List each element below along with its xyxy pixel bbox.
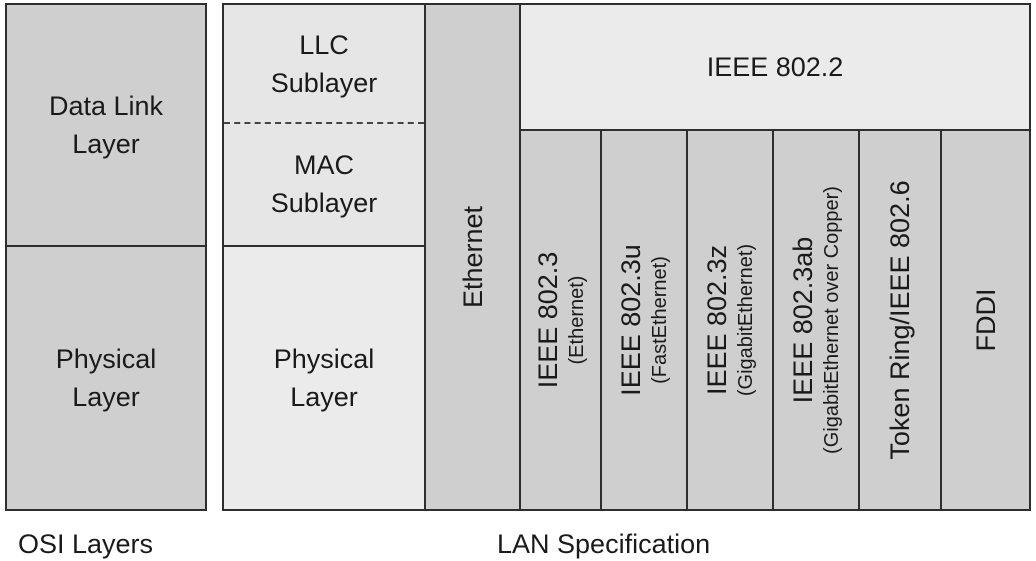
mac-sublayer-box: MAC Sublayer [222, 123, 426, 247]
osi-physical-layer-box: Physical Layer [5, 245, 207, 511]
ieee-802-3z-label: IEEE 802.3z [702, 244, 732, 396]
ieee-802-3u-sublabel: (FastEthernet) [649, 256, 671, 384]
ieee-802-3u-label: IEEE 802.3u [616, 244, 646, 396]
ieee-802-3ab-sublabel: (GigabitEthernet over Copper) [821, 186, 843, 454]
fddi-column: FDDI [940, 129, 1031, 511]
sublayer-physical-layer-label: Physical Layer [273, 344, 375, 412]
token-ring-column: Token Ring/IEEE 802.6 [858, 129, 942, 511]
llc-mac-divider [224, 122, 424, 124]
ethernet-label-group: Ethernet [457, 206, 489, 308]
token-ring-label: Token Ring/IEEE 802.6 [885, 180, 915, 460]
ieee-802-3ab-label: IEEE 802.3ab [788, 236, 818, 404]
fddi-label: FDDI [970, 288, 1001, 352]
mac-sublayer-label: MAC Sublayer [270, 150, 378, 218]
ieee-802-3z-column: IEEE 802.3z (GigabitEthernet) [686, 129, 774, 511]
ieee-802-3u-label-group: IEEE 802.3u (FastEthernet) [615, 244, 673, 396]
osi-physical-layer-label: Physical Layer [55, 344, 157, 412]
ieee-802-3u-column: IEEE 802.3u (FastEthernet) [600, 129, 688, 511]
ethernet-column: Ethernet [424, 3, 521, 511]
ieee-802-3-label: IEEE 802.3 [532, 251, 563, 389]
ethernet-label: Ethernet [457, 205, 488, 309]
ieee-802-3ab-label-group: IEEE 802.3ab (GigabitEthernet over Coppe… [787, 186, 845, 454]
osi-data-link-layer-label: Data Link Layer [48, 91, 164, 159]
osi-data-link-layer-box: Data Link Layer [5, 3, 207, 247]
ieee-802-2-box: IEEE 802.2 [519, 3, 1031, 131]
ieee-802-2-label: IEEE 802.2 [706, 52, 844, 82]
ieee-802-3ab-column: IEEE 802.3ab (GigabitEthernet over Coppe… [772, 129, 860, 511]
token-ring-label-group: Token Ring/IEEE 802.6 [884, 180, 916, 459]
sublayer-physical-layer-box: Physical Layer [222, 245, 426, 511]
osi-layers-caption: OSI Layers [18, 529, 154, 559]
ieee-802-3-sublabel: (Ethernet) [565, 275, 588, 365]
fddi-label-group: FDDI [970, 289, 1002, 352]
llc-sublayer-box: LLC Sublayer [222, 3, 426, 125]
llc-sublayer-label: LLC Sublayer [270, 30, 378, 98]
ieee-802-3-column: IEEE 802.3 (Ethernet) [519, 129, 602, 511]
lan-specification-caption: LAN Specification [497, 529, 711, 559]
ieee-802-3-label-group: IEEE 802.3 (Ethernet) [532, 252, 590, 389]
ieee-802-3z-sublabel: (GigabitEthernet) [735, 243, 757, 397]
ieee-802-3z-label-group: IEEE 802.3z (GigabitEthernet) [701, 244, 759, 396]
